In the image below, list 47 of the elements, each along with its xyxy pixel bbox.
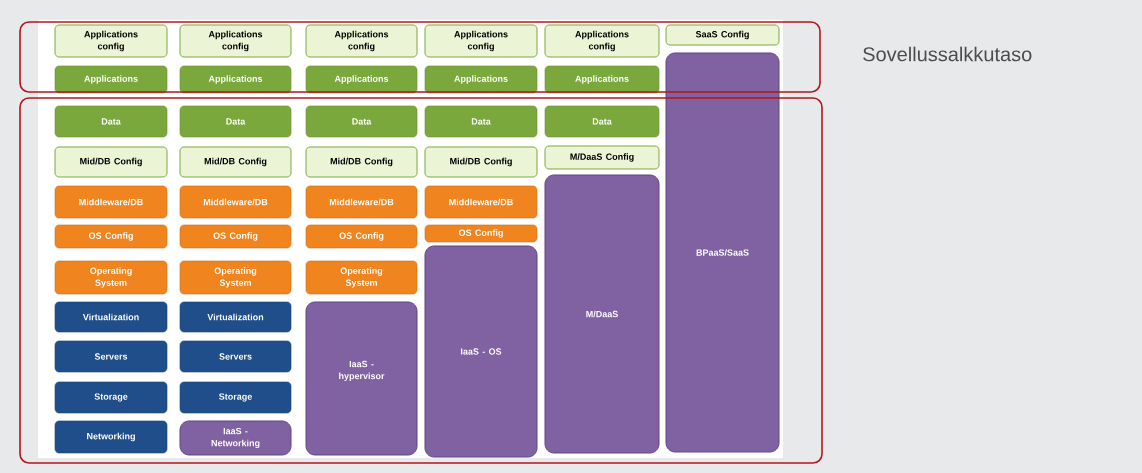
layer-box: Middleware/DB xyxy=(305,185,418,219)
config-box: Applications config xyxy=(179,24,292,58)
layer-box: Middleware/DB xyxy=(424,185,538,219)
layer-box: Data xyxy=(305,105,418,138)
layer-box: Middleware/DB xyxy=(179,185,292,219)
config-box: Applications config xyxy=(544,24,660,58)
config-box: Mid/DB Config xyxy=(179,146,292,178)
service-box: M/DaaS xyxy=(544,174,660,454)
layer-box: Operating System xyxy=(179,260,292,295)
group-frame xyxy=(19,97,823,464)
service-box: IaaS - hypervisor xyxy=(305,301,418,456)
layer-box: Data xyxy=(179,105,292,138)
layer-box: OS Config xyxy=(179,224,292,249)
layer-box: Servers xyxy=(179,340,292,373)
group-frame xyxy=(19,21,821,93)
layer-box: OS Config xyxy=(424,224,538,243)
layer-box: Networking xyxy=(54,420,168,454)
config-box: Mid/DB Config xyxy=(424,146,538,178)
config-box: Applications config xyxy=(424,24,538,58)
layer-box: Data xyxy=(544,105,660,138)
layer-box: Servers xyxy=(54,340,168,373)
layer-box: Virtualization xyxy=(54,301,168,333)
layer-box: Operating System xyxy=(305,260,418,295)
config-box: Applications config xyxy=(54,24,168,58)
layer-box: Applications xyxy=(544,65,660,94)
layer-box: Applications xyxy=(179,65,292,94)
config-box: Applications config xyxy=(305,24,418,58)
layer-box: Operating System xyxy=(54,260,168,295)
layer-box: Applications xyxy=(305,65,418,94)
layer-box: Applications xyxy=(424,65,538,94)
layer-box: Applications xyxy=(54,65,168,94)
layer-box: Virtualization xyxy=(179,301,292,333)
service-box: IaaS - Networking xyxy=(179,420,292,456)
layer-box: OS Config xyxy=(54,224,168,249)
service-box: BPaaS/SaaS xyxy=(665,52,780,453)
config-box: Mid/DB Config xyxy=(305,146,418,178)
layer-box: Data xyxy=(424,105,538,138)
service-box: IaaS - OS xyxy=(424,245,538,458)
side-label: Sovellussalkkutaso xyxy=(863,46,1032,62)
layer-box: Middleware/DB xyxy=(54,185,168,219)
layer-box: OS Config xyxy=(305,224,418,249)
config-box: M/DaaS Config xyxy=(544,145,660,170)
layer-box: Storage xyxy=(179,381,292,414)
config-box: Mid/DB Config xyxy=(54,146,168,178)
config-box: SaaS Config xyxy=(665,24,780,46)
layer-box: Storage xyxy=(54,381,168,414)
layer-box: Data xyxy=(54,105,168,138)
